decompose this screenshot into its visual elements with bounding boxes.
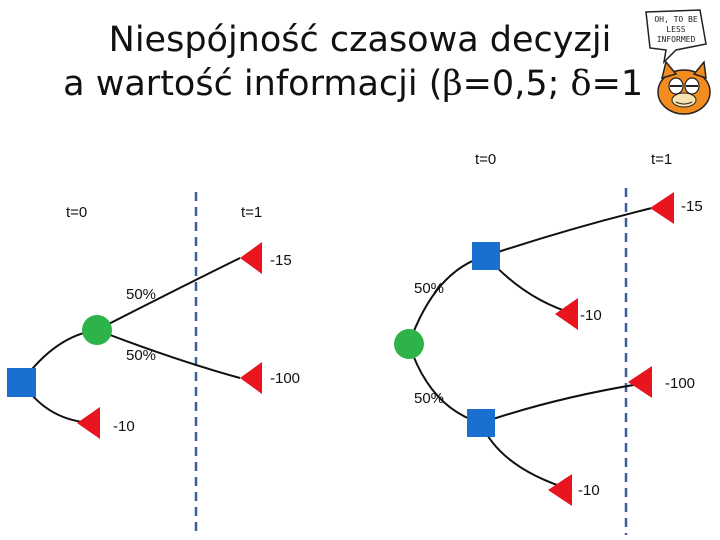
right-t0-label: t=0 <box>475 151 496 168</box>
left-payoff-bottom: -10 <box>113 418 135 435</box>
title-line-2: a wartość informacji (β=0,5; δ=1) <box>63 64 657 104</box>
left-chance-node <box>82 315 112 345</box>
right-terminal-upper-mid <box>555 298 578 330</box>
right-payoff-lower-mid: -100 <box>665 375 695 392</box>
left-payoff-mid: -100 <box>270 370 300 387</box>
left-t0-label: t=0 <box>66 204 87 221</box>
right-prob-top: 50% <box>414 280 444 297</box>
cartoon-cat-icon: OH, TO BE LESS INFORMED <box>640 6 712 116</box>
left-t1-label: t=1 <box>241 204 262 221</box>
right-t1-label: t=1 <box>651 151 672 168</box>
right-terminal-bottom <box>548 474 572 506</box>
left-prob-bottom: 50% <box>126 347 156 364</box>
left-terminal-top <box>240 242 262 274</box>
left-prob-top: 50% <box>126 286 156 303</box>
right-payoff-bottom: -10 <box>578 482 600 499</box>
slide-title: Niespójność czasowa decyzji a wartość in… <box>0 18 720 106</box>
right-payoff-top: -15 <box>681 198 703 215</box>
speech-line-1: OH, TO BE <box>654 15 698 24</box>
right-terminal-top <box>650 192 674 224</box>
delta-symbol: δ <box>570 64 592 104</box>
left-decision-node <box>7 368 36 397</box>
speech-line-3: INFORMED <box>657 35 696 44</box>
left-terminal-mid <box>240 362 262 394</box>
beta-symbol: β <box>442 64 463 104</box>
right-decision-node-top <box>472 242 500 270</box>
right-prob-bottom: 50% <box>414 390 444 407</box>
right-terminal-lower-mid <box>628 366 652 398</box>
right-payoff-upper-mid: -10 <box>580 307 602 324</box>
speech-line-2: LESS <box>666 25 685 34</box>
right-tree-edges <box>408 207 653 491</box>
left-tree-edges <box>21 257 241 424</box>
right-chance-node <box>394 329 424 359</box>
left-payoff-top: -15 <box>270 252 292 269</box>
left-terminal-bottom <box>77 407 100 439</box>
right-decision-node-bottom <box>467 409 495 437</box>
title-line-1: Niespójność czasowa decyzji <box>108 20 612 60</box>
